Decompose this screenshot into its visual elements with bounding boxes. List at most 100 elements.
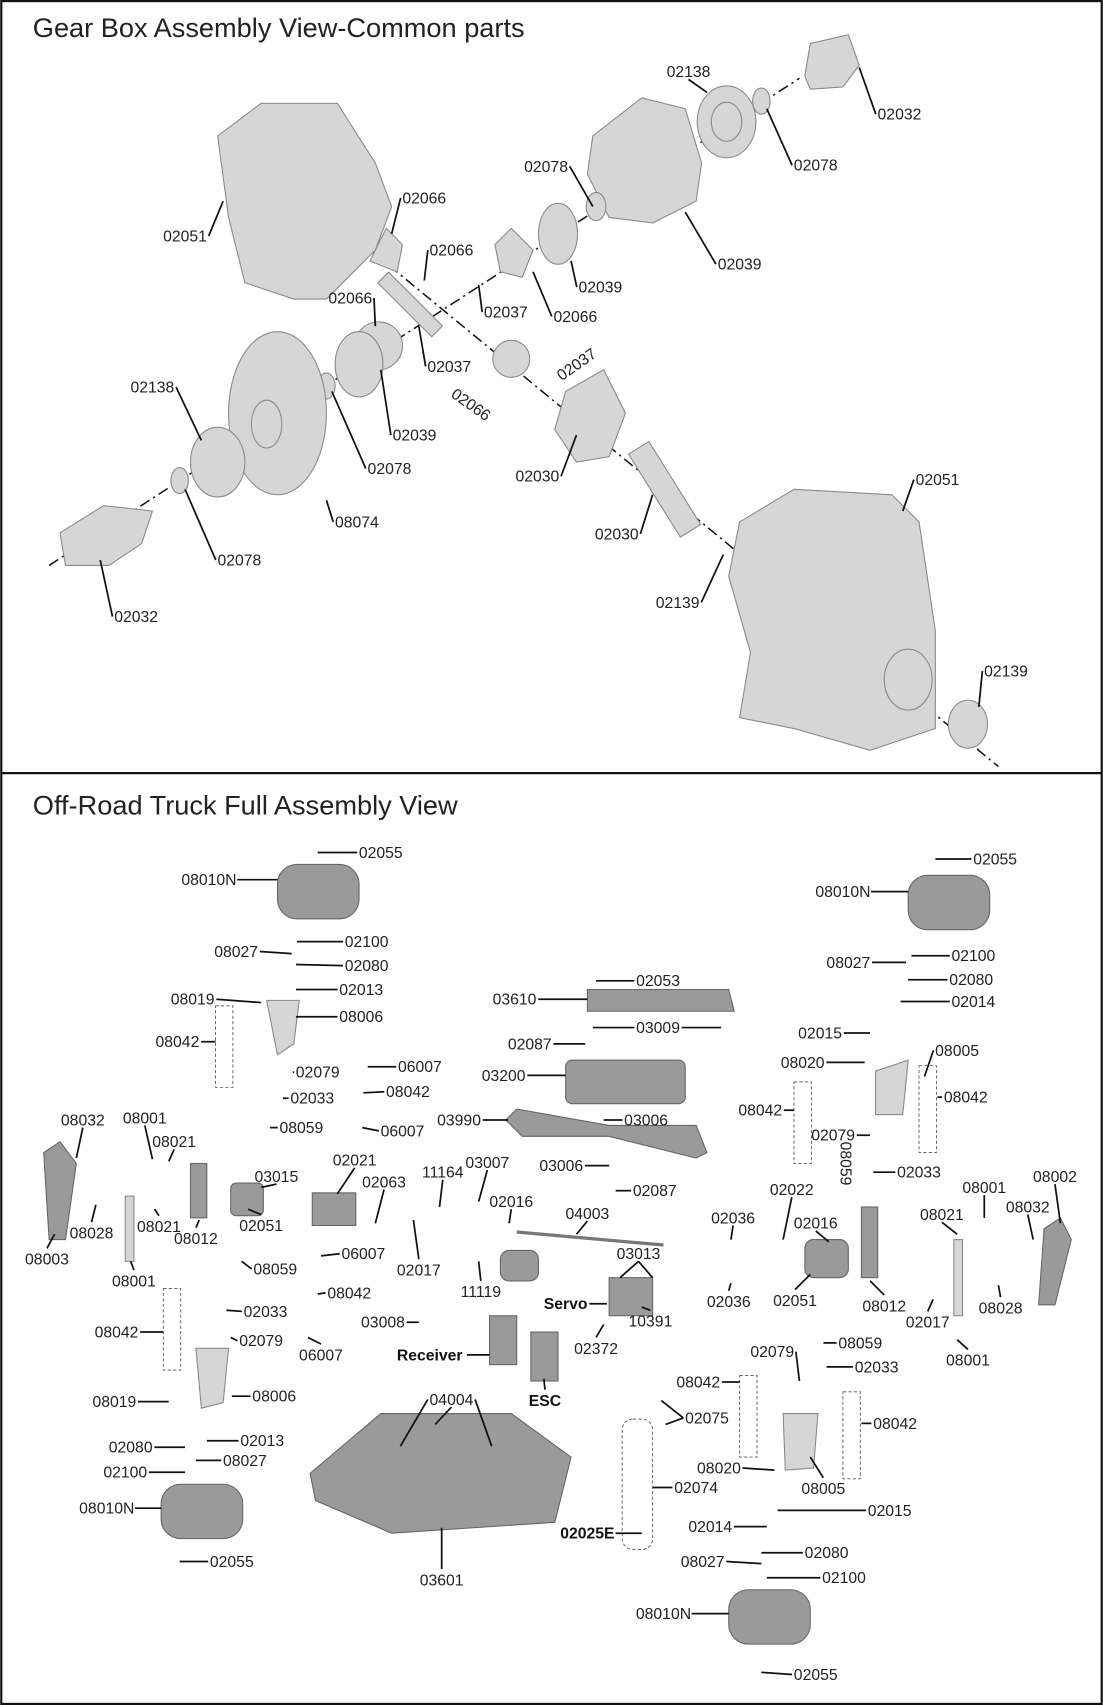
part-number-label: 02013 bbox=[240, 1433, 284, 1450]
leader-line bbox=[684, 211, 717, 265]
part-number-label: 08028 bbox=[70, 1226, 114, 1243]
leader-line bbox=[417, 326, 427, 367]
part-number-label: 02066 bbox=[328, 290, 372, 307]
part-number-label: 02139 bbox=[656, 595, 700, 612]
part-number-label: 08059 bbox=[838, 1335, 882, 1352]
part-number-label: 08020 bbox=[697, 1460, 741, 1477]
gearbox-title: Gear Box Assembly View-Common parts bbox=[33, 12, 525, 43]
part-number-label: 08042 bbox=[327, 1285, 371, 1302]
battery-strap-shape bbox=[586, 988, 735, 1012]
part-number-label: 08059 bbox=[837, 1142, 854, 1186]
leader-line bbox=[167, 1148, 175, 1162]
part-number-label: 08001 bbox=[946, 1353, 990, 1370]
bearing-shape bbox=[947, 699, 989, 749]
part-number-label: 02036 bbox=[707, 1294, 751, 1311]
housing-right-shape bbox=[728, 488, 936, 751]
leader-line bbox=[858, 67, 877, 115]
leader-line bbox=[216, 998, 262, 1004]
part-number-label: 02080 bbox=[805, 1545, 849, 1562]
leader-line bbox=[477, 284, 484, 313]
center-driveshaft-shape bbox=[516, 1230, 664, 1247]
shim-shape bbox=[334, 331, 384, 398]
part-number-label: 02100 bbox=[822, 1570, 866, 1587]
part-number-label: 02139 bbox=[984, 663, 1028, 680]
part-number-label: 02051 bbox=[916, 472, 960, 489]
part-number-label: 08059 bbox=[279, 1120, 323, 1137]
part-number-label: 02051 bbox=[239, 1218, 283, 1235]
part-number-label: 03006 bbox=[624, 1112, 668, 1129]
part-number-label: 06007 bbox=[299, 1347, 343, 1364]
part-number-label: 02055 bbox=[973, 851, 1017, 868]
part-number-label: 03610 bbox=[493, 992, 537, 1009]
leader-line bbox=[195, 1219, 200, 1228]
part-number-label: 02036 bbox=[711, 1210, 755, 1227]
leader-line bbox=[923, 1050, 935, 1077]
receiver-shape bbox=[488, 1315, 518, 1366]
bevel-gear-shape bbox=[494, 227, 534, 278]
part-number-label: 02037 bbox=[484, 305, 528, 322]
part-number-label: 11164 bbox=[422, 1165, 464, 1182]
leader-line bbox=[782, 1197, 793, 1240]
leader-line bbox=[331, 391, 367, 470]
leader-line bbox=[412, 1219, 420, 1260]
part-number-label: 02055 bbox=[210, 1554, 254, 1571]
leader-line bbox=[997, 1285, 1002, 1298]
part-number-label: 08001 bbox=[112, 1273, 156, 1290]
part-number-label: 08042 bbox=[944, 1090, 988, 1107]
chassis-shape bbox=[309, 1413, 572, 1534]
leader-line bbox=[641, 1306, 651, 1312]
part-number-label: 03009 bbox=[636, 1020, 680, 1037]
part-number-label: 02017 bbox=[397, 1262, 441, 1279]
part-number-label: 02033 bbox=[897, 1165, 941, 1182]
part-number-label: 08042 bbox=[156, 1034, 200, 1051]
leader-line bbox=[637, 1260, 654, 1279]
part-number-label: 02039 bbox=[718, 257, 762, 274]
part-number-label: 02039 bbox=[393, 427, 437, 444]
part-number-label: ESC bbox=[529, 1393, 561, 1410]
part-number-label: 02039 bbox=[579, 280, 623, 297]
leader-line bbox=[575, 1220, 589, 1235]
leader-line bbox=[869, 1280, 885, 1296]
leader-line bbox=[815, 1230, 830, 1243]
leader-line bbox=[477, 1261, 482, 1282]
servo-shape bbox=[608, 1277, 654, 1317]
part-number-label: 08028 bbox=[979, 1301, 1023, 1318]
part-number-label: 02087 bbox=[508, 1036, 552, 1053]
spider-gear-shape bbox=[492, 339, 531, 378]
leader-line bbox=[374, 1189, 385, 1224]
washer-shape bbox=[170, 467, 189, 495]
part-number-label: 08059 bbox=[253, 1261, 297, 1278]
diff-case-shape bbox=[586, 97, 703, 224]
part-number-label: 02015 bbox=[868, 1503, 912, 1520]
leader-line bbox=[901, 479, 915, 512]
truck-title: Off-Road Truck Full Assembly View bbox=[33, 789, 458, 820]
leader-line bbox=[766, 108, 793, 166]
part-number-label: 02032 bbox=[114, 609, 158, 626]
rear-gearbox-shape bbox=[804, 1239, 849, 1279]
part-number-label: 02087 bbox=[633, 1183, 677, 1200]
turnbuckle-group-box bbox=[918, 1065, 937, 1154]
part-number-label: 08005 bbox=[801, 1481, 845, 1498]
leader-line bbox=[809, 1456, 825, 1479]
front-gearbox-shape bbox=[230, 1182, 264, 1217]
leader-line bbox=[307, 1336, 322, 1345]
part-number-label: 08027 bbox=[681, 1554, 725, 1571]
part-number-label: 08003 bbox=[25, 1252, 69, 1269]
leader-line bbox=[207, 200, 224, 237]
shock-shape bbox=[124, 1195, 135, 1262]
leader-line bbox=[184, 488, 217, 561]
part-number-label: 08074 bbox=[335, 514, 379, 531]
steering-group-box bbox=[621, 1418, 654, 1550]
leader-line bbox=[230, 1336, 238, 1342]
turnbuckle-group-box bbox=[739, 1375, 758, 1458]
part-number-label: 02078 bbox=[218, 552, 262, 569]
part-number-label: 08032 bbox=[1006, 1199, 1050, 1216]
part-number-label: 02051 bbox=[773, 1293, 817, 1310]
leader-line bbox=[362, 1126, 380, 1132]
washer-shape bbox=[752, 87, 771, 115]
gear-hub bbox=[250, 399, 283, 449]
part-number-label: 02051 bbox=[163, 228, 207, 245]
suspension-arm-shape bbox=[874, 1059, 909, 1116]
part-number-label: 03008 bbox=[361, 1315, 405, 1332]
